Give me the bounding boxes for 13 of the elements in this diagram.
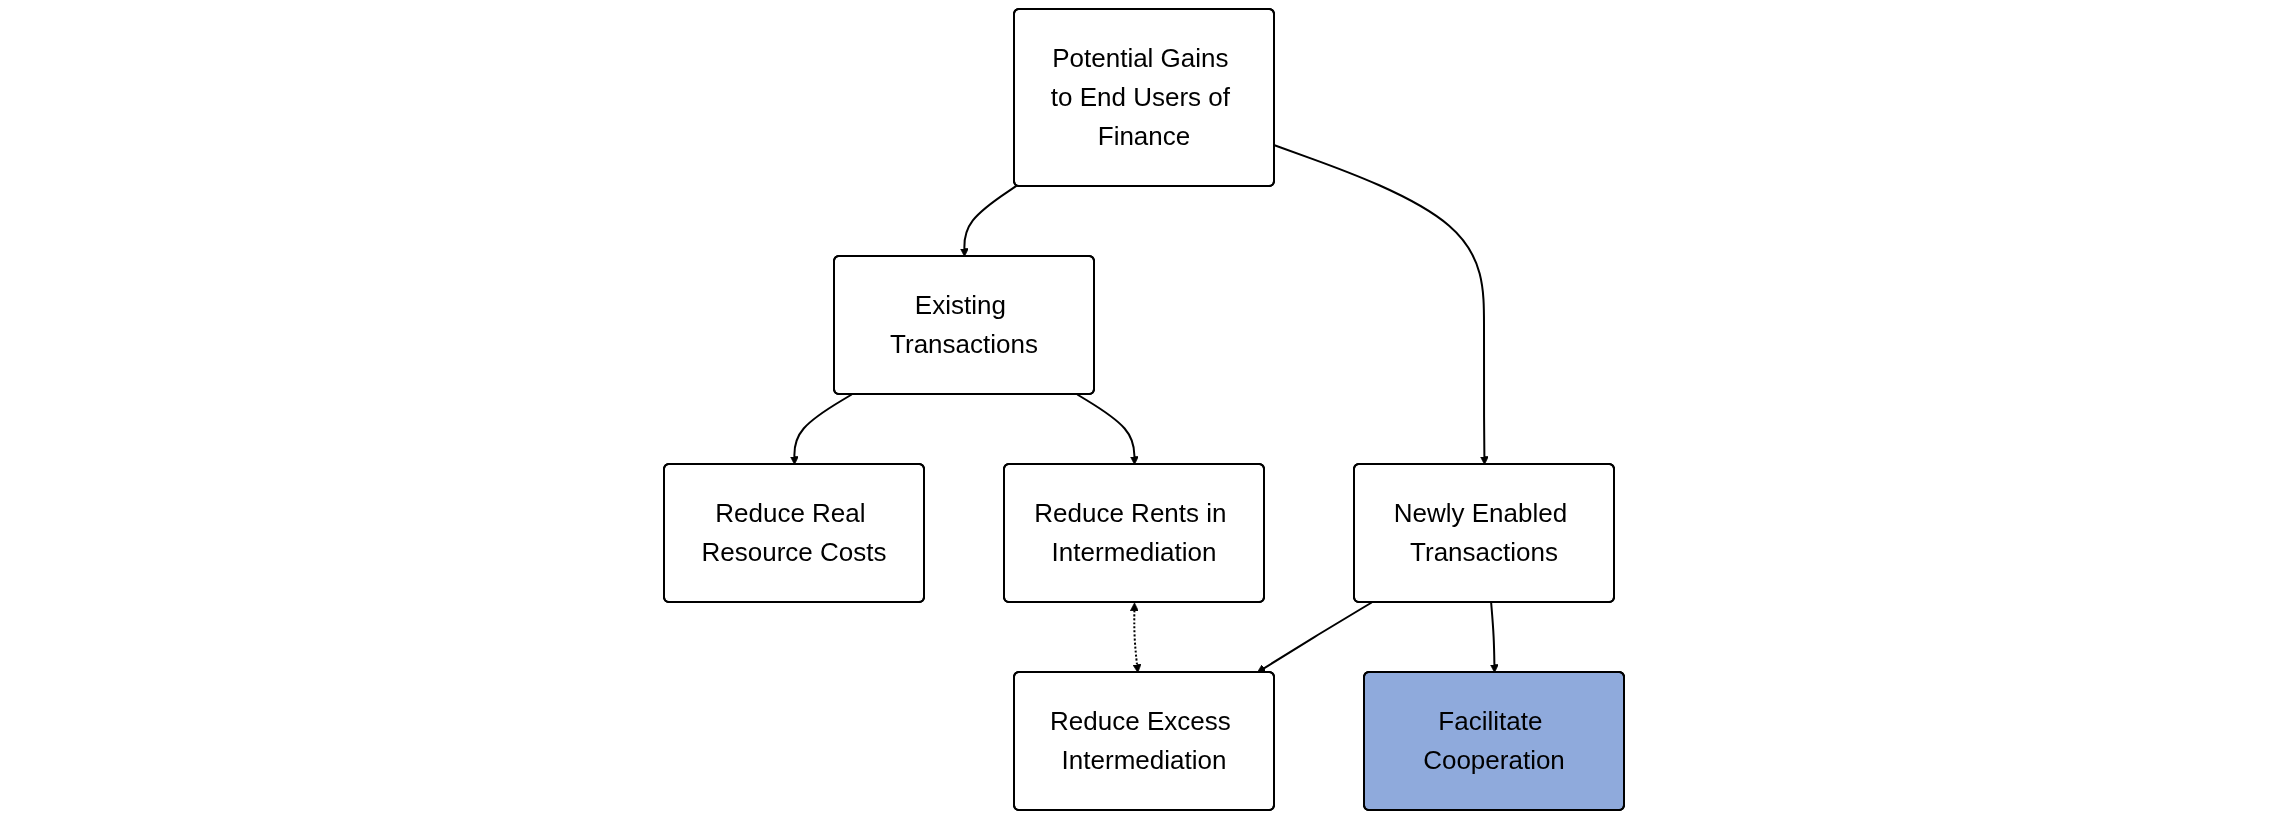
node-text: Potential Gains to End Users of Finance (1050, 43, 1230, 151)
arrow (1075, 393, 1139, 465)
arrow (959, 184, 1018, 257)
node-text: Reduce Real Resource Costs (701, 498, 886, 567)
arrow (1129, 602, 1141, 673)
arrow (1256, 601, 1373, 673)
arrow (1489, 601, 1499, 673)
arrow (1273, 144, 1489, 465)
arrow (789, 393, 853, 465)
node-text: Reduce Rents in Intermediation (1033, 498, 1226, 567)
node-text: Reduce Excess Intermediation (1049, 706, 1231, 775)
node-text: Newly Enabled Transactions (1393, 498, 1567, 567)
node-text: Existing Transactions (889, 290, 1038, 359)
